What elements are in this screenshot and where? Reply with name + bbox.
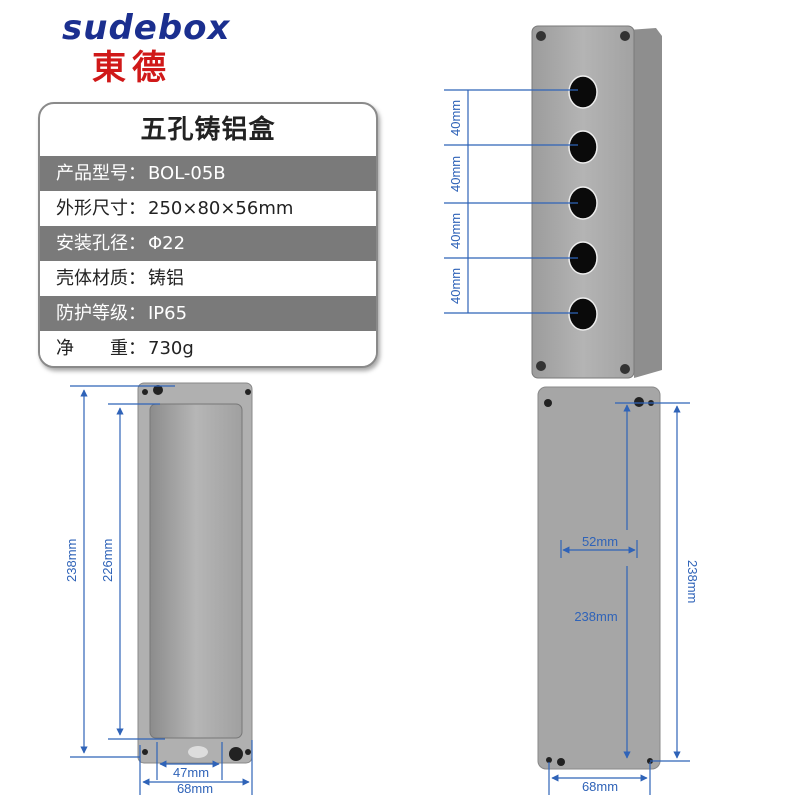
inner-width-label: 47mm bbox=[172, 765, 210, 780]
spec-label: 防护等级： bbox=[56, 303, 146, 324]
spec-card: 五孔铸铝盒 产品型号：BOL-05B 外形尺寸：250×80×56mm 安装孔径… bbox=[38, 102, 378, 368]
brand-logo-cn: 東德 bbox=[92, 48, 172, 88]
spec-card-title: 五孔铸铝盒 bbox=[140, 115, 276, 145]
spec-label: 外形尺寸： bbox=[56, 198, 146, 219]
spec-label: 壳体材质： bbox=[56, 268, 146, 289]
hole-spacing-label: 40mm bbox=[448, 155, 463, 193]
spec-row-weight: 净 重：730g bbox=[40, 331, 376, 366]
spec-row-material: 壳体材质：铸铝 bbox=[40, 261, 376, 296]
outer-length-label: 238mm bbox=[64, 538, 79, 582]
overall-length-label: 238mm bbox=[685, 560, 700, 604]
spec-value: 250×80×56mm bbox=[148, 198, 294, 219]
spec-row-protection: 防护等级：IP65 bbox=[40, 296, 376, 331]
spec-value: 730g bbox=[148, 338, 194, 359]
hole-spacing-label: 40mm bbox=[448, 212, 463, 250]
spec-value: Φ22 bbox=[148, 233, 186, 254]
spec-label: 安装孔径： bbox=[56, 233, 146, 254]
spec-value: BOL-05B bbox=[148, 163, 226, 184]
spec-row-hole-diameter: 安装孔径：Φ22 bbox=[40, 226, 376, 261]
hole-spacing-label: 40mm bbox=[448, 99, 463, 137]
front-view-enclosure bbox=[531, 25, 662, 379]
spec-value: 铸铝 bbox=[148, 268, 184, 289]
spec-label: 净 重： bbox=[56, 338, 146, 359]
inside-view-enclosure bbox=[137, 382, 253, 764]
hole-spacing-width-label: 52mm bbox=[581, 534, 619, 549]
spec-row-dimensions: 外形尺寸：250×80×56mm bbox=[40, 191, 376, 226]
brand-logo-en: sudebox bbox=[62, 8, 231, 48]
spec-value: IP65 bbox=[148, 303, 188, 324]
spec-label: 产品型号： bbox=[56, 163, 146, 184]
inner-length-label: 226mm bbox=[100, 538, 115, 582]
hole-spacing-length-label: 238mm bbox=[574, 609, 618, 624]
overall-width-label: 68mm bbox=[581, 779, 619, 794]
outer-width-label: 68mm bbox=[176, 781, 214, 796]
hole-spacing-label: 40mm bbox=[448, 267, 463, 305]
back-view-enclosure bbox=[537, 386, 661, 770]
spec-row-model: 产品型号：BOL-05B bbox=[40, 156, 376, 191]
